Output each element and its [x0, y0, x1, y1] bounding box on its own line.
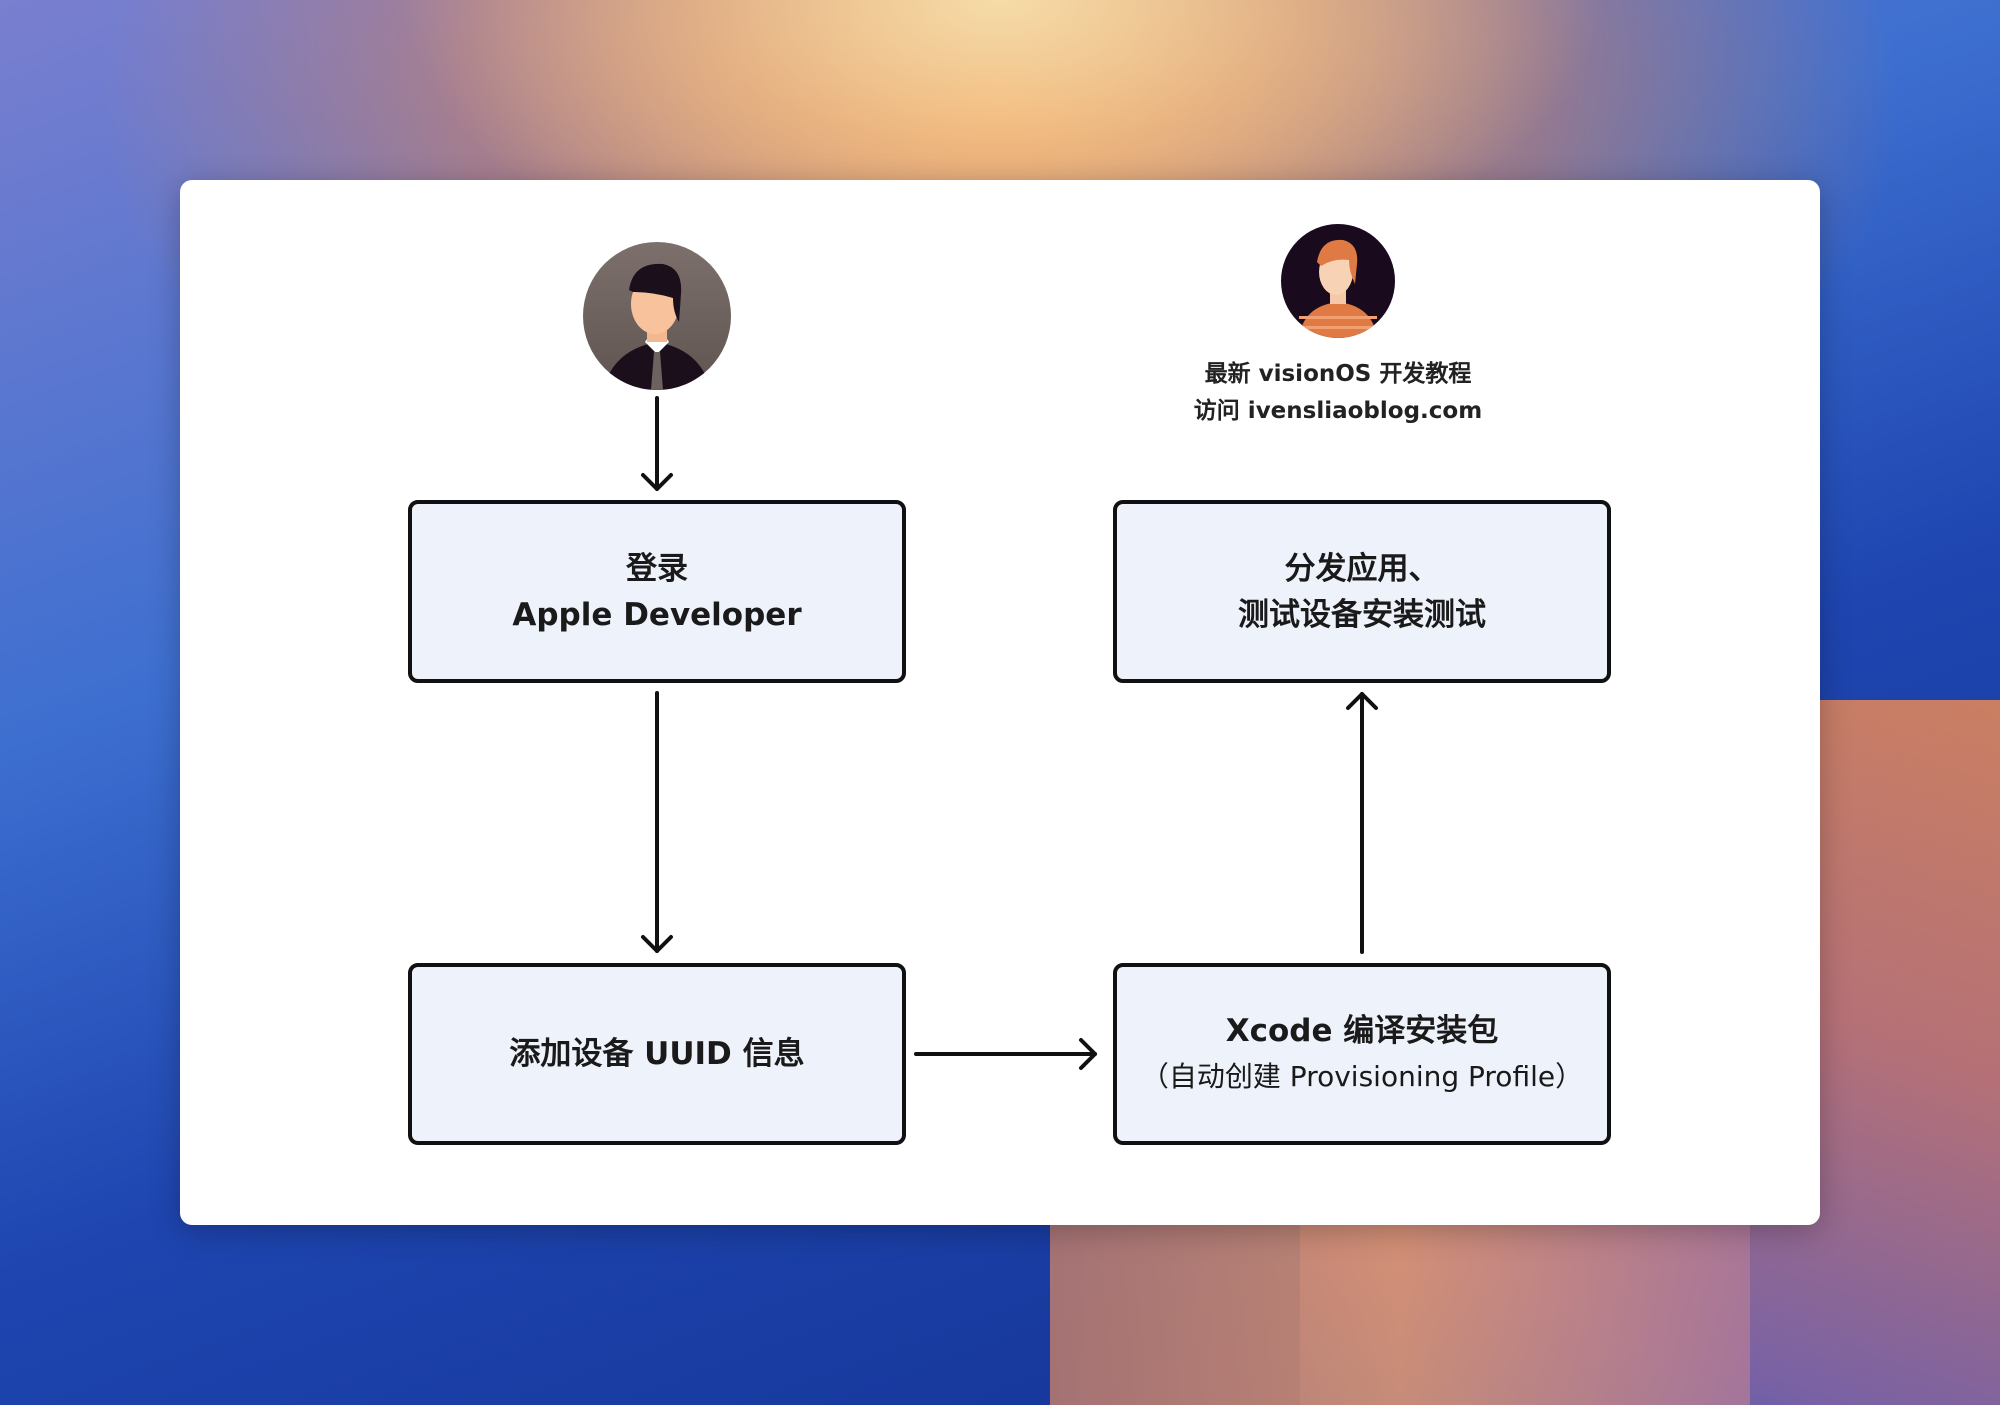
step-add-device-uuid: 添加设备 UUID 信息 — [408, 963, 906, 1145]
step-distribute-line-2: 测试设备安装测试 — [1238, 596, 1486, 633]
arrow-avatar-to-login — [641, 396, 673, 491]
step-xcode-build: Xcode 编译安装包 （自动创建 Provisioning Profile） — [1113, 963, 1611, 1145]
tester-avatar-icon — [1281, 224, 1395, 338]
step-xcode-line-2: （自动创建 Provisioning Profile） — [1140, 1060, 1584, 1093]
arrow-login-to-uuid — [641, 691, 673, 953]
step-login-line-2: Apple Developer — [512, 596, 802, 633]
step-distribute-test: 分发应用、 测试设备安装测试 — [1113, 500, 1611, 683]
arrow-uuid-to-xcode — [914, 1038, 1097, 1070]
step-login-apple-developer: 登录 Apple Developer — [408, 500, 906, 683]
step-distribute-line-1: 分发应用、 — [1284, 550, 1440, 587]
caption-line-1: 最新 visionOS 开发教程 — [1204, 361, 1472, 387]
caption-line-2: 访问 ivensliaoblog.com — [1193, 398, 1483, 424]
step-login-line-1: 登录 — [626, 550, 688, 587]
background-wave — [1050, 1225, 1750, 1405]
developer-avatar-icon — [583, 242, 731, 390]
arrow-xcode-to-distribute — [1346, 692, 1378, 954]
tutorial-caption: 最新 visionOS 开发教程 访问 ivensliaoblog.com — [1138, 356, 1538, 430]
step-xcode-line-1: Xcode 编译安装包 — [1225, 1013, 1499, 1049]
step-add-uuid-line-1: 添加设备 UUID 信息 — [509, 1036, 805, 1072]
